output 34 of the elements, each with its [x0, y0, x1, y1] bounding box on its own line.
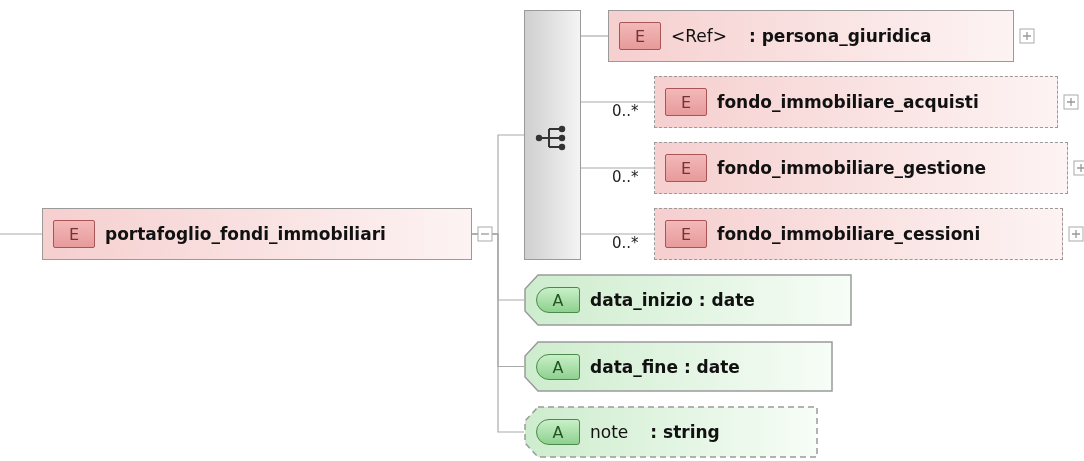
element-badge: E [665, 88, 707, 116]
attribute-badge: A [536, 419, 580, 445]
node-label: fondo_immobiliare_gestione [717, 158, 987, 178]
cardinality-label: 0..* [612, 102, 639, 120]
sequence-compositor-box [524, 10, 581, 260]
attribute-box [524, 341, 833, 392]
node-label: : string [650, 422, 720, 442]
attribute-badge: A [536, 287, 580, 313]
cardinality-label: 0..* [612, 234, 639, 252]
attribute-box [524, 274, 852, 326]
cardinality-label: 0..* [612, 168, 639, 186]
attribute-box [524, 406, 818, 458]
node-label: portafoglio_fondi_immobiliari [105, 224, 386, 244]
element-badge: E [53, 220, 95, 248]
node-label: data_inizio : date [590, 290, 755, 310]
connector-line [580, 101, 655, 103]
node-label: <Ref> [671, 26, 727, 46]
element-box [608, 10, 1014, 62]
element-box [654, 208, 1063, 260]
node-label: data_fine : date [590, 356, 740, 377]
connector-line [0, 233, 43, 235]
connector-line [580, 233, 655, 235]
node-label: fondo_immobiliare_cessioni [717, 224, 981, 244]
connector-line [580, 167, 655, 169]
element-badge: E [665, 220, 707, 248]
element-badge: E [619, 22, 661, 50]
connector-line [580, 35, 609, 37]
node-label: note [590, 422, 629, 442]
node-label: : persona_giuridica [749, 26, 932, 46]
element-box [654, 142, 1068, 194]
element-box [42, 208, 472, 260]
node-label: fondo_immobiliare_acquisti [717, 92, 979, 112]
element-badge: E [665, 154, 707, 182]
element-box [654, 76, 1058, 128]
